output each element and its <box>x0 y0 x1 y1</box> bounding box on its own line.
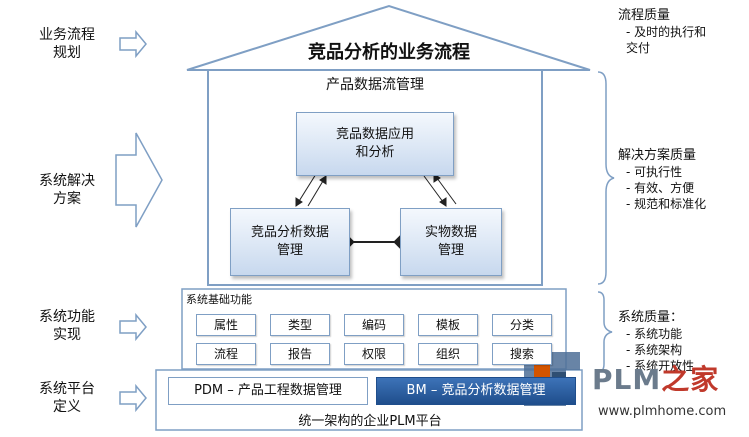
plm-logo-latin: PLM <box>592 363 662 396</box>
card-analysis-data-mgmt-label: 竞品分析数据 管理 <box>250 225 329 258</box>
card-physical-data-mgmt: 实物数据 管理 <box>400 208 502 276</box>
quality-solution: 解决方案质量 可执行性 有效、方便 规范和标准化 <box>618 148 744 212</box>
func-report: 报告 <box>270 343 330 365</box>
func-search: 搜索 <box>492 343 552 365</box>
quality-process-item: 及时的执行和 交付 <box>626 24 744 56</box>
arrow-platform-def <box>119 383 147 413</box>
label-solution: 系统解决 方案 <box>39 173 95 207</box>
arrow-solution <box>115 132 163 228</box>
func-type: 类型 <box>270 314 330 336</box>
arrow-function-impl <box>119 312 147 342</box>
label-platform-def: 系统平台 定义 <box>39 381 95 415</box>
quality-solution-item: 有效、方便 <box>626 180 744 196</box>
card-application-analysis: 竞品数据应用 和分析 <box>296 112 454 176</box>
func-attribute: 属性 <box>196 314 256 336</box>
platform-bm: BM – 竞品分析数据管理 <box>376 377 576 405</box>
quality-system-item: 系统开放性 <box>626 358 744 374</box>
quality-solution-item: 规范和标准化 <box>626 196 744 212</box>
plm-logo-text: PLM之家 <box>592 358 719 398</box>
platform-pdm: PDM – 产品工程数据管理 <box>168 377 368 405</box>
card-analysis-data-mgmt: 竞品分析数据 管理 <box>230 208 350 276</box>
brace-solution <box>597 71 615 285</box>
label-function-impl: 系统功能 实现 <box>39 309 95 343</box>
func-workflow: 流程 <box>196 343 256 365</box>
roof-title: 竞品分析的业务流程 <box>308 42 470 63</box>
quality-system-item: 系统架构 <box>626 342 744 358</box>
quality-system: 系统质量： 系统功能 系统架构 系统开放性 <box>618 310 744 374</box>
quality-system-item: 系统功能 <box>626 326 744 342</box>
quality-process-head: 流程质量 <box>618 8 671 23</box>
plm-logo-url: www.plmhome.com <box>598 404 727 419</box>
plm-logo-cn: 之家 <box>661 363 720 396</box>
quality-process: 流程质量 及时的执行和 交付 <box>618 8 744 56</box>
base-functions-title: 系统基础功能 <box>186 293 252 306</box>
arrow-business-plan <box>119 29 147 59</box>
platform-title: 统一架构的企业PLM平台 <box>298 414 442 429</box>
quality-solution-head: 解决方案质量 <box>618 148 697 163</box>
quality-solution-item: 可执行性 <box>626 164 744 180</box>
quality-system-head: 系统质量： <box>618 310 684 325</box>
func-code: 编码 <box>344 314 404 336</box>
func-organization: 组织 <box>418 343 478 365</box>
flow-title: 产品数据流管理 <box>326 77 424 93</box>
card-application-analysis-label: 竞品数据应用 和分析 <box>335 127 414 160</box>
card-physical-data-mgmt-label: 实物数据 管理 <box>424 225 477 258</box>
brace-system <box>597 291 613 373</box>
label-business-plan: 业务流程 规划 <box>39 27 95 61</box>
func-template: 模板 <box>418 314 478 336</box>
func-permission: 权限 <box>344 343 404 365</box>
func-category: 分类 <box>492 314 552 336</box>
